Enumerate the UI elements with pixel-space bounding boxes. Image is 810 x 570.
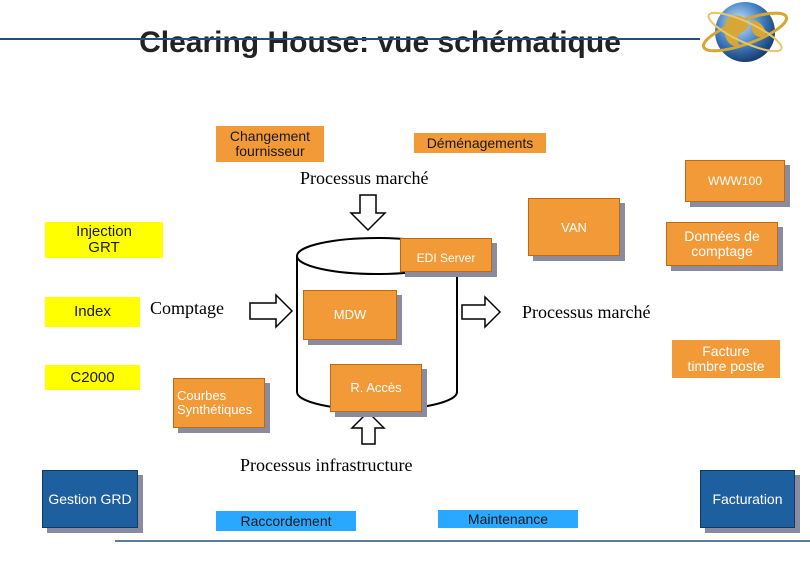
www100-box: WWW100: [685, 160, 785, 202]
maintenance-box: Maintenance: [438, 510, 578, 528]
c2000-box: C2000: [45, 365, 140, 390]
raccordement-box: Raccordement: [216, 511, 356, 531]
r-acces-box: R. Accès: [330, 364, 422, 412]
header-rule: [0, 38, 700, 40]
changement-fournisseur-box: Changement fournisseur: [216, 126, 324, 162]
courbes-box: Courbes Synthétiques: [173, 378, 265, 428]
page-title: Clearing House: vue schématique: [139, 26, 621, 59]
comptage-label: Comptage: [150, 298, 224, 318]
van-box: VAN: [528, 198, 620, 256]
index-box: Index: [45, 297, 140, 327]
donnees-comptage-box: Données de comptage: [666, 222, 778, 266]
mdw-box: MDW: [303, 290, 397, 340]
gestion-grd-box: Gestion GRD: [42, 470, 138, 528]
injection-grt-box: Injection GRT: [45, 222, 163, 258]
facturation-box: Facturation: [700, 470, 795, 528]
demenagements-box: Déménagements: [414, 133, 546, 153]
processus-marche-right-label: Processus marché: [522, 302, 651, 322]
processus-infrastructure-label: Processus infrastructure: [240, 455, 413, 475]
facture-timbre-box: Facture timbre poste: [672, 340, 780, 378]
edi-server-box: EDI Server: [400, 238, 492, 272]
processus-marche-top-label: Processus marché: [300, 168, 429, 188]
